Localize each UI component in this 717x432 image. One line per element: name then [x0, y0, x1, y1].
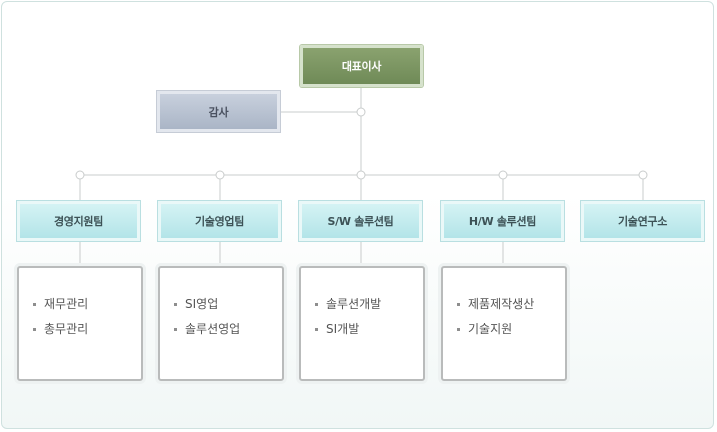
- team-box-research-lab: 기술연구소: [581, 201, 704, 241]
- bullet-icon: [33, 328, 36, 331]
- bullet-icon: [174, 328, 177, 331]
- list-item: 총무관리: [33, 321, 88, 346]
- list-item: 솔루션영업: [174, 321, 240, 346]
- list-item: 기술지원: [457, 321, 534, 346]
- bullet-icon: [33, 303, 36, 306]
- junction-node: [638, 170, 648, 180]
- list-item: 재무관리: [33, 296, 88, 321]
- team-detail-management-support: 재무관리 총무관리: [17, 266, 143, 381]
- team-detail-sw-solution: 솔루션개발 SI개발: [299, 266, 425, 381]
- list-item: SI개발: [315, 321, 381, 346]
- junction-node: [356, 107, 366, 117]
- audit-box: 감사: [157, 91, 280, 132]
- list-item: 솔루션개발: [315, 296, 381, 321]
- ceo-label: 대표이사: [341, 60, 382, 73]
- team-detail-hw-solution: 제품제작생산 기술지원: [441, 266, 567, 381]
- team-label: S/W 솔루션팀: [327, 215, 394, 228]
- team-box-management-support: 경영지원팀: [17, 201, 140, 241]
- bullet-icon: [457, 328, 460, 331]
- team-label: 경영지원팀: [53, 215, 104, 228]
- team-label: H/W 솔루션팀: [468, 215, 537, 228]
- team-box-tech-sales: 기술영업팀: [158, 201, 281, 241]
- junction-node: [356, 170, 366, 180]
- list-item: 제품제작생산: [457, 296, 534, 321]
- team-label: 기술영업팀: [194, 215, 245, 228]
- bullet-icon: [315, 303, 318, 306]
- audit-label: 감사: [208, 105, 229, 119]
- team-box-hw-solution: H/W 솔루션팀: [441, 201, 564, 241]
- bullet-icon: [457, 303, 460, 306]
- junction-node: [75, 170, 85, 180]
- team-label: 기술연구소: [617, 215, 668, 228]
- ceo-box: 대표이사: [300, 45, 423, 87]
- team-detail-tech-sales: SI영업 솔루션영업: [158, 266, 284, 381]
- bullet-icon: [174, 303, 177, 306]
- team-box-sw-solution: S/W 솔루션팀: [299, 201, 422, 241]
- junction-node: [215, 170, 225, 180]
- list-item: SI영업: [174, 296, 240, 321]
- junction-node: [498, 170, 508, 180]
- bullet-icon: [315, 328, 318, 331]
